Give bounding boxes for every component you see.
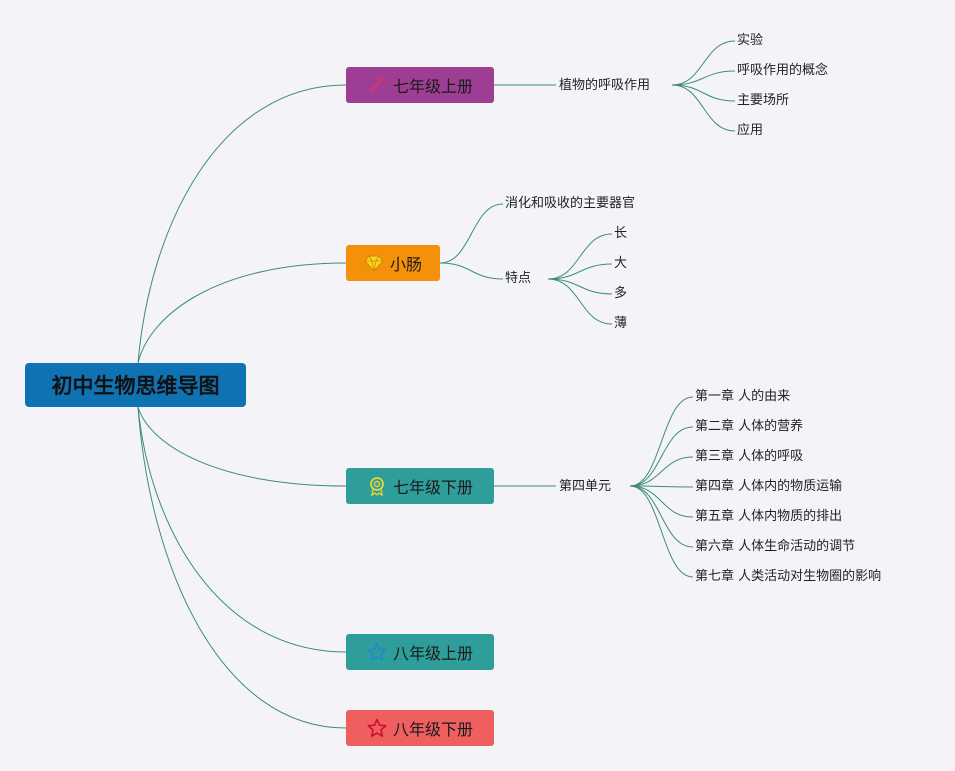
connector-branch2-leaf-1 [547,233,613,280]
star-outline-icon [367,718,387,737]
branch-grade8-volume2[interactable]: 八年级下册 [346,710,494,746]
connector-root-branch-4 [137,406,347,653]
connector-branch3-leaf-4 [629,485,694,488]
root-title: 初中生物思维导图 [51,374,220,398]
leaf-chapter-1[interactable]: 第一章 人的由来 [695,389,791,404]
connector-branch1-leaf-2 [671,70,736,86]
leaf-application[interactable]: 应用 [737,123,764,138]
topic-main-organ[interactable]: 消化和吸收的主要器官 [505,196,636,211]
connector-branch3-leaf-2 [629,426,694,487]
magic-wand-icon [369,75,386,92]
connector-branch1-leaf-1 [671,40,736,86]
branch-label: 八年级下册 [392,720,473,739]
connector-root-branch-2 [137,262,347,364]
topic-plant-respiration[interactable]: 植物的呼吸作用 [559,78,651,93]
connector-branch2-leaf-2 [547,263,613,280]
connector-root-branch-3 [137,406,347,487]
connector-branch3-leaf-1 [629,396,694,487]
leaf-thin[interactable]: 薄 [614,316,628,331]
leaf-chapter-5[interactable]: 第五章 人体内物质的排出 [695,509,843,524]
connector-root-branch-1 [137,84,347,364]
connector-branch3-leaf-3 [629,456,694,487]
leaf-long[interactable]: 长 [614,226,628,241]
branch-grade7-volume1[interactable]: 七年级上册 [346,67,494,103]
leaf-experiment[interactable]: 实验 [737,33,764,48]
medal-icon [370,477,384,496]
connector-root-branch-5 [137,406,347,729]
connector-branch3-leaf-5 [629,485,694,518]
branch-label: 七年级下册 [392,478,473,497]
diamond-icon [364,255,384,272]
branch-label: 七年级上册 [392,77,473,96]
branch-label: 八年级上册 [392,644,473,663]
leaf-chapter-3[interactable]: 第三章 人体的呼吸 [695,449,804,464]
connector-branch1-leaf-4 [671,84,736,132]
topic-unit-four[interactable]: 第四单元 [559,479,612,494]
connector-branch2-sub-2 [439,262,504,280]
topic-features[interactable]: 特点 [505,271,532,286]
branch-grade7-volume2[interactable]: 七年级下册 [346,468,494,504]
branch-label: 小肠 [389,255,422,274]
branch-grade8-volume1[interactable]: 八年级上册 [346,634,494,670]
connector-branch2-sub-1 [439,203,504,264]
leaf-chapter-7[interactable]: 第七章 人类活动对生物圈的影响 [695,569,882,584]
connector-branch3-leaf-6 [629,485,694,548]
connector-branch1-leaf-3 [671,84,736,102]
leaf-chapter-4[interactable]: 第四章 人体内的物质运输 [695,479,843,494]
leaf-respiration-concept[interactable]: 呼吸作用的概念 [737,63,829,78]
leaf-many[interactable]: 多 [614,286,628,301]
connector-branch2-leaf-3 [547,278,613,295]
leaf-chapter-2[interactable]: 第二章 人体的营养 [695,419,804,434]
root-topic[interactable]: 初中生物思维导图 [25,363,246,407]
connector-branch2-leaf-4 [547,278,613,325]
connector-branch3-leaf-7 [629,485,694,578]
branch-small-intestine[interactable]: 小肠 [346,245,440,281]
leaf-chapter-6[interactable]: 第六章 人体生命活动的调节 [695,539,856,554]
leaf-main-site[interactable]: 主要场所 [737,93,790,108]
star-outline-icon [367,642,387,661]
leaf-large[interactable]: 大 [614,256,628,271]
